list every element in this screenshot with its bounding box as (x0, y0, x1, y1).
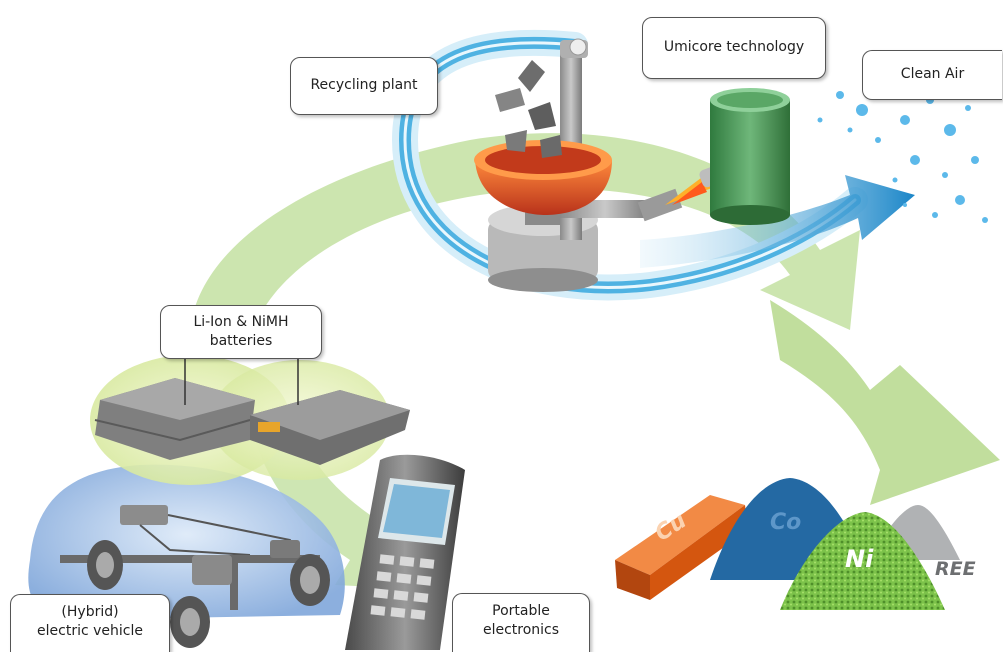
batteries-label-line2: batteries (209, 333, 273, 349)
copper-bar-icon (615, 495, 748, 600)
vehicle-callout: (Hybrid) electric vehicle (10, 594, 170, 652)
tank-icon (710, 88, 790, 225)
battery-icon (90, 355, 410, 485)
nickel-pile-icon (780, 512, 945, 610)
umicore-technology-callout: Umicore technology (642, 17, 826, 79)
umicore-technology-label: Umicore technology (663, 39, 805, 55)
portable-label-line2: electronics (482, 622, 560, 638)
recycling-plant-label: Recycling plant (310, 77, 418, 93)
batteries-label-line1: Li-Ion & NiMH (193, 314, 289, 330)
recycling-plant-callout: Recycling plant (290, 57, 438, 115)
portable-label-line1: Portable (492, 603, 550, 619)
portable-electronics-callout: Portable electronics (452, 593, 590, 652)
vehicle-label-line2: electric vehicle (37, 623, 143, 639)
nickel-label: Ni (845, 545, 874, 573)
batteries-callout: Li-Ion & NiMH batteries (160, 305, 322, 359)
vehicle-label-line1: (Hybrid) (61, 604, 119, 620)
car-icon (28, 464, 345, 648)
furnace-icon (474, 60, 612, 215)
phone-icon (345, 454, 465, 650)
clean-air-label: Clean Air (900, 66, 965, 82)
clean-air-callout: Clean Air (862, 50, 1002, 100)
ree-label: REE (935, 558, 976, 580)
cobalt-label: Co (770, 510, 802, 535)
